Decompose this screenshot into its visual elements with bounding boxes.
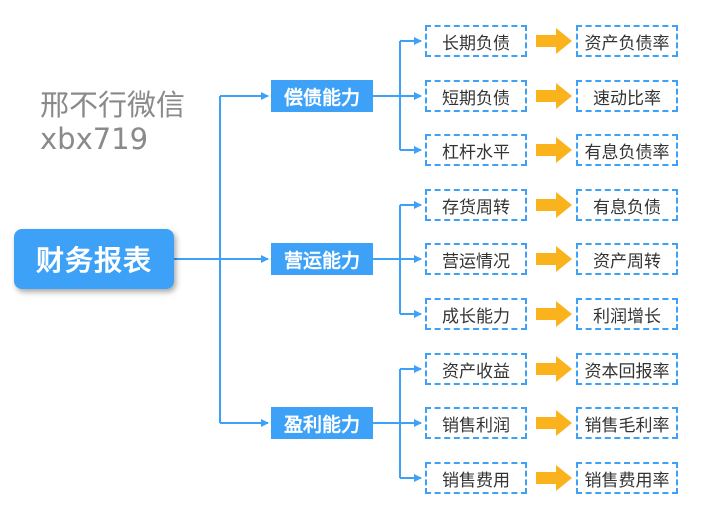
category-operation: 营运能力 bbox=[271, 243, 373, 275]
arrow-right-icon bbox=[536, 301, 572, 327]
metric-gross-margin: 销售毛利率 bbox=[576, 407, 678, 439]
item-operations: 营运情况 bbox=[425, 243, 527, 275]
metric-profit-growth: 利润增长 bbox=[576, 298, 678, 330]
category-solvency: 偿债能力 bbox=[271, 80, 373, 112]
metric-roic: 资本回报率 bbox=[576, 353, 678, 385]
metric-quick-ratio: 速动比率 bbox=[576, 80, 678, 112]
root-node: 财务报表 bbox=[14, 229, 174, 289]
item-inventory-turnover: 存货周转 bbox=[425, 189, 527, 221]
item-asset-return: 资产收益 bbox=[425, 353, 527, 385]
metric-debt-to-asset: 资产负债率 bbox=[576, 25, 678, 57]
metric-expense-ratio: 销售费用率 bbox=[576, 462, 678, 494]
metric-asset-turnover: 资产周转 bbox=[576, 243, 678, 275]
metric-interest-debt: 有息负债 bbox=[576, 189, 678, 221]
connector-group-3-stem bbox=[373, 369, 401, 478]
item-leverage: 杠杆水平 bbox=[425, 134, 527, 166]
item-sales-profit: 销售利润 bbox=[425, 407, 527, 439]
item-short-term-debt: 短期负债 bbox=[425, 80, 527, 112]
arrow-right-icon bbox=[536, 83, 572, 109]
arrow-right-icon bbox=[536, 192, 572, 218]
arrow-right-icon bbox=[536, 246, 572, 272]
category-profitability: 盈利能力 bbox=[271, 407, 373, 439]
connector-group-2-stem bbox=[373, 205, 401, 314]
item-long-term-debt: 长期负债 bbox=[425, 25, 527, 57]
arrow-right-icon bbox=[536, 137, 572, 163]
arrow-right-icon bbox=[536, 28, 572, 54]
connector-group-1-stem bbox=[373, 41, 401, 150]
watermark-line-2: xbx719 bbox=[40, 122, 149, 156]
arrow-right-icon bbox=[536, 356, 572, 382]
arrow-right-icon bbox=[536, 410, 572, 436]
item-growth: 成长能力 bbox=[425, 298, 527, 330]
watermark-line-1: 邢不行微信 bbox=[40, 88, 186, 122]
item-sales-expense: 销售费用 bbox=[425, 462, 527, 494]
metric-interest-debt-ratio: 有息负债率 bbox=[576, 134, 678, 166]
arrow-right-icon bbox=[536, 465, 572, 491]
watermark: 邢不行微信 xbx719 bbox=[40, 88, 185, 156]
